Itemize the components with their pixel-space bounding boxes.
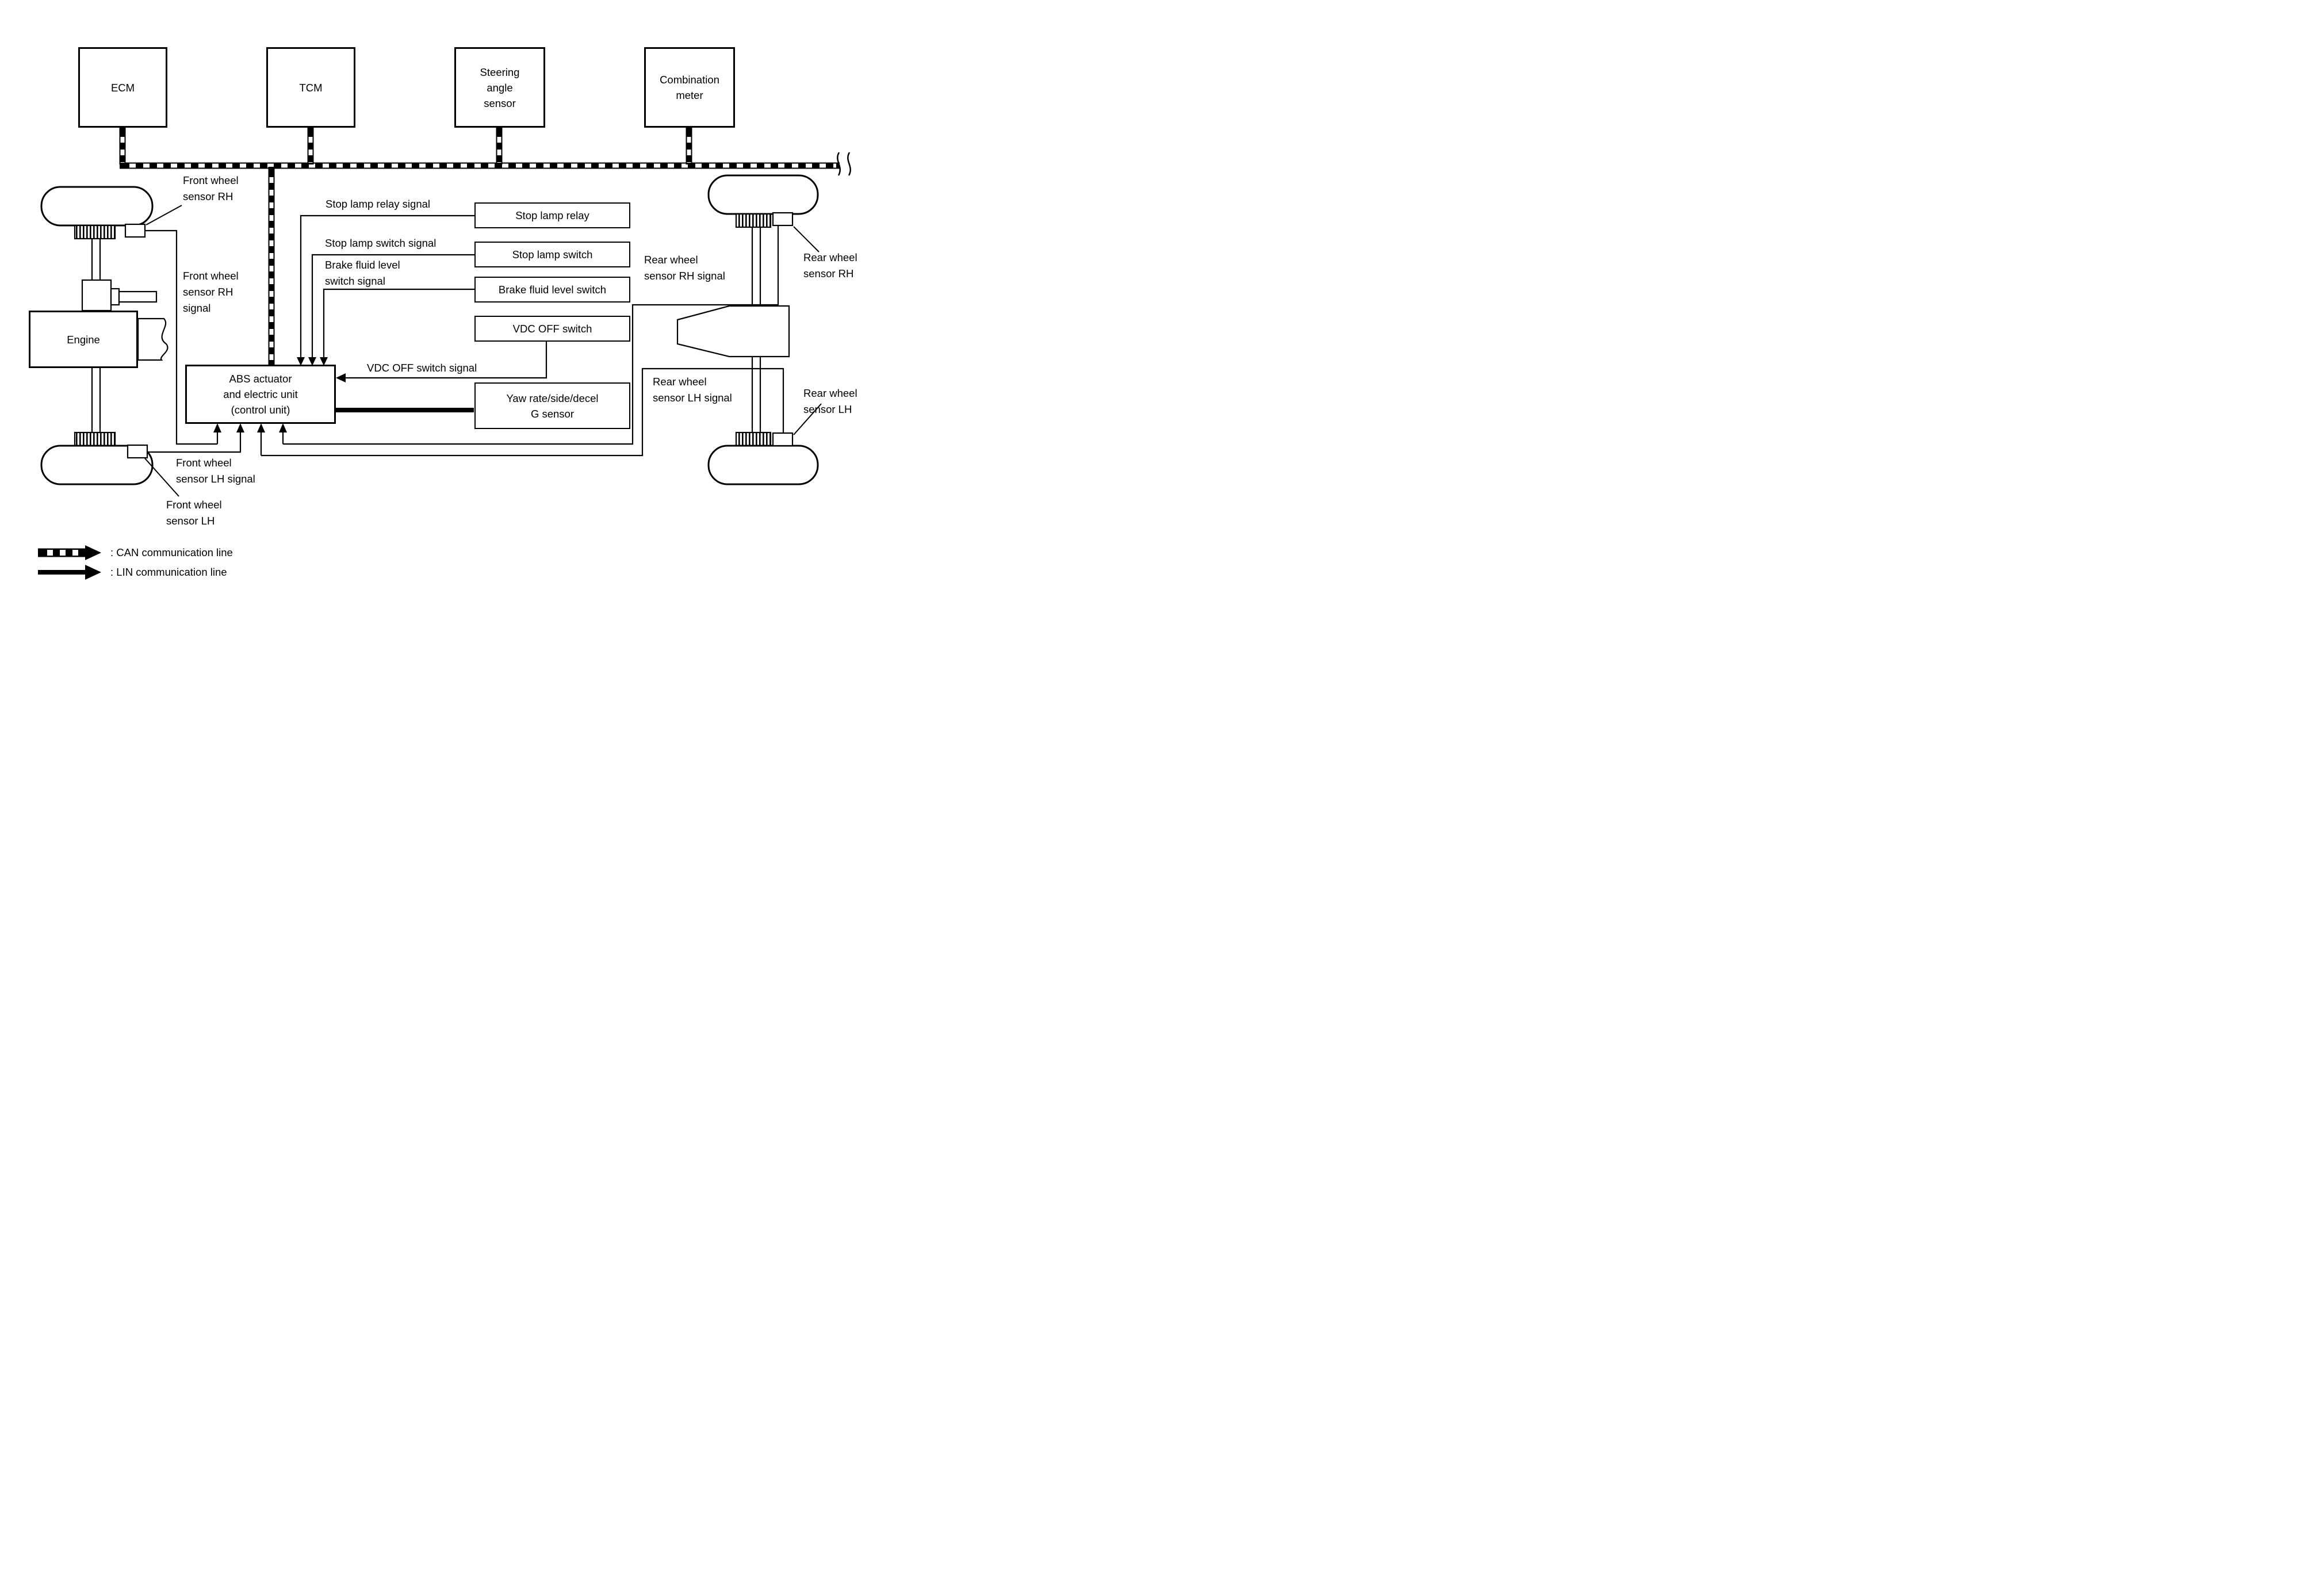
front-wheel-sensor-lh-label: Front wheel sensor LH (166, 499, 222, 527)
can-line-legend-icon (38, 545, 101, 560)
stop-lamp-switch-signal-label: Stop lamp switch signal (325, 237, 437, 249)
rear-wheel-sensor-rh-signal-label: Rear wheel sensor RH signal (644, 254, 725, 282)
legend-lin-label: : LIN communication line (110, 566, 227, 578)
rear-differential (676, 305, 790, 358)
legend-can: : CAN communication line (37, 544, 233, 561)
brake-fluid-level-switch-box: Brake fluid level switch (474, 277, 630, 303)
rear-wheel-rh-tire (707, 174, 819, 215)
engine-continuation-flag (137, 317, 169, 361)
vdc-abs-system-diagram: ECM TCM Steering angle sensor Combinatio… (0, 0, 889, 603)
brake-fluid-level-switch-signal-label: Brake fluid level switch signal (325, 259, 400, 287)
stop-lamp-switch-box: Stop lamp switch (474, 242, 630, 267)
vdc-off-switch-signal-line (346, 342, 548, 379)
arrow-up-icon (279, 423, 287, 432)
arrow-up-icon (236, 423, 244, 432)
stop-lamp-switch-signal-line (311, 254, 474, 357)
rear-wheel-sensor-rh-signal-line (282, 225, 779, 445)
can-bus-continuation-mark (837, 152, 841, 176)
engine-box: Engine (29, 311, 138, 368)
lin-line-legend-icon (38, 565, 101, 580)
rear-wheel-sensor-lh-label: Rear wheel sensor LH (803, 387, 857, 415)
rear-wheel-sensor-lh-signal-line (260, 368, 784, 457)
rear-wheel-sensor-rh-pointer (793, 226, 820, 252)
front-wheel-sensor-lh-pointer (144, 458, 179, 497)
rear-wheel-rh-sensor-ring (735, 213, 772, 228)
arrow-left-icon (336, 373, 346, 382)
rear-wheel-sensor-lh-unit (772, 432, 794, 447)
diagram-lines-layer (40, 128, 851, 497)
front-wheel-sensor-lh-signal-label: Front wheel sensor LH signal (176, 457, 255, 485)
legend-can-label: : CAN communication line (110, 546, 233, 558)
abs-actuator-box: ABS actuator and electric unit (control … (185, 365, 336, 424)
front-wheel-sensor-lh-signal-line (147, 432, 242, 453)
rear-wheel-lh-sensor-ring (735, 431, 772, 447)
front-wheel-sensor-rh-label: Front wheel sensor RH (183, 174, 239, 202)
brake-fluid-level-switch-signal-line (323, 288, 474, 357)
rear-wheel-sensor-rh-label: Rear wheel sensor RH (803, 251, 857, 280)
front-wheel-rh-tire (40, 186, 154, 227)
arrow-down-icon (297, 357, 305, 366)
legend-lin: : LIN communication line (37, 564, 227, 581)
front-wheel-sensor-rh-pointer (146, 205, 182, 225)
front-axle-shaft (118, 290, 158, 303)
can-bus-continuation-mark (847, 152, 851, 176)
rear-wheel-sensor-lh-pointer (793, 403, 822, 435)
front-wheel-lh-tire (40, 445, 154, 485)
front-wheel-lh-sensor-ring (74, 431, 116, 447)
rear-wheel-sensor-lh-signal-label: Rear wheel sensor LH signal (653, 376, 732, 404)
arrow-down-icon (308, 357, 316, 366)
vdc-off-switch-signal-label: VDC OFF switch signal (367, 362, 477, 374)
arrow-down-icon (320, 357, 328, 366)
arrow-up-icon (257, 423, 265, 432)
tcm-box: TCM (266, 47, 355, 128)
front-wheel-sensor-rh-unit (124, 223, 146, 238)
stop-lamp-relay-signal-line (300, 215, 474, 357)
rear-wheel-lh-tire (707, 445, 819, 485)
front-wheel-sensor-rh-signal-label: Front wheel sensor RH signal (183, 270, 239, 314)
stop-lamp-relay-signal-label: Stop lamp relay signal (326, 198, 431, 210)
ecm-box: ECM (78, 47, 167, 128)
stop-lamp-relay-box: Stop lamp relay (474, 202, 630, 228)
front-axle-junction (81, 279, 112, 312)
front-wheel-sensor-rh-signal-line (145, 229, 219, 445)
rear-wheel-sensor-rh-unit (772, 212, 794, 227)
vdc-off-switch-box: VDC OFF switch (474, 316, 630, 342)
combination-meter-box: Combination meter (644, 47, 735, 128)
front-axle-junction-neck (110, 288, 120, 306)
steering-angle-sensor-box: Steering angle sensor (454, 47, 545, 128)
front-wheel-sensor-lh-unit (127, 444, 148, 459)
front-wheel-rh-sensor-ring (74, 224, 116, 240)
arrow-up-icon (213, 423, 221, 432)
yaw-rate-g-sensor-box: Yaw rate/side/decel G sensor (474, 382, 630, 429)
